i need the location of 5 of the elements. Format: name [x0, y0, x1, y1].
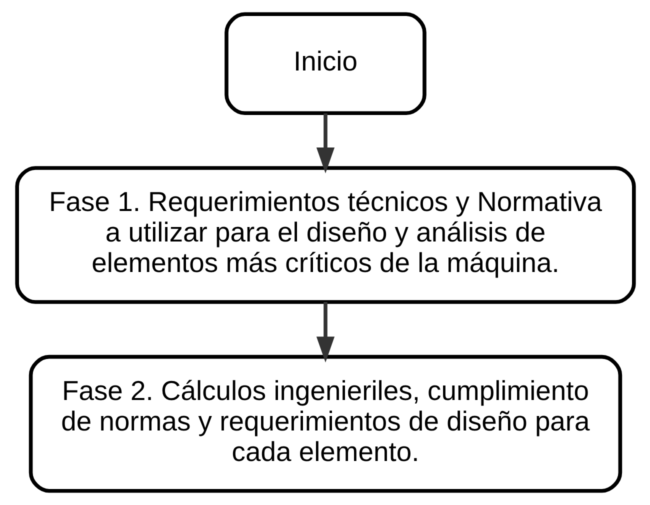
arrow	[316, 113, 334, 174]
node-box: Fase 2. Cálculos ingenieriles, cumplimiento de normas y requerimientos de diseño para cada elemento.	[28, 354, 622, 493]
node-box: Fase 1. Requerimientos técnicos y Normativa a utilizar para el diseño y análisis de elementos más críticos de la máquina.	[14, 166, 636, 304]
arrow	[316, 302, 334, 363]
node-box: Inicio	[224, 12, 426, 116]
